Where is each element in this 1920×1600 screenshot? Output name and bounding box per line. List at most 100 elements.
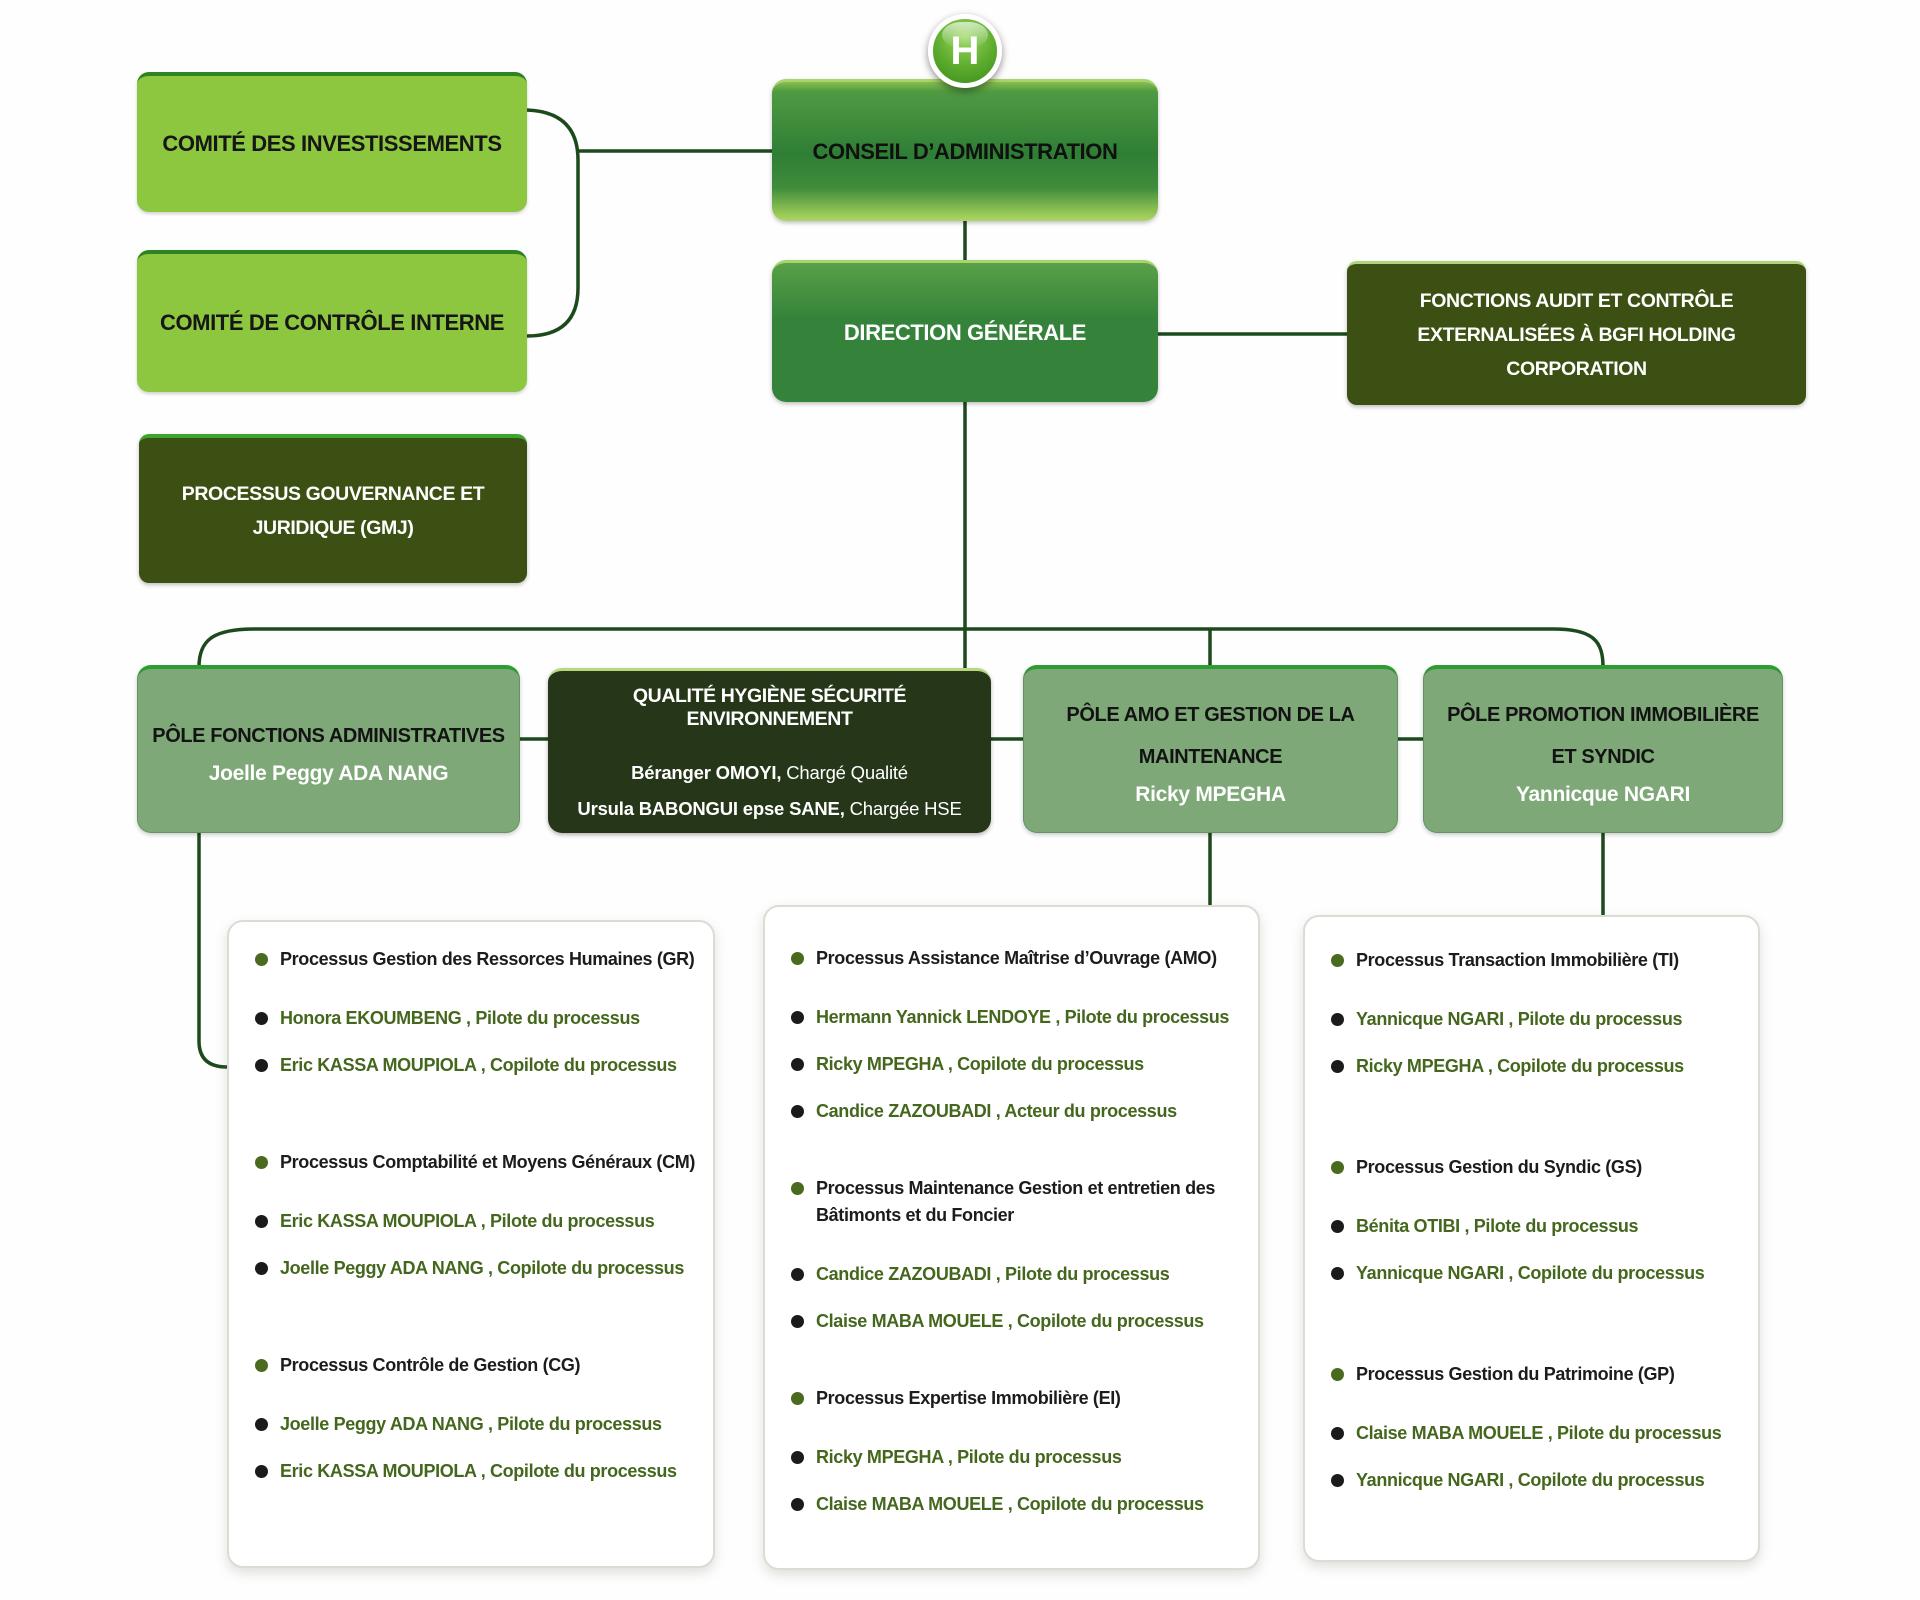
process-person-text: Eric KASSA MOUPIOLA , Copilote du proces… [280, 1055, 677, 1075]
process-title-text: Processus Contrôle de Gestion (CG) [280, 1355, 581, 1375]
process-person-row: Claise MABA MOUELE , Copilote du process… [789, 1491, 1248, 1518]
process-person-row: Claise MABA MOUELE , Copilote du process… [789, 1308, 1248, 1335]
process-person-text: Ricky MPEGHA , Copilote du processus [816, 1054, 1144, 1074]
process-group: Processus Comptabilité et Moyens Générau… [253, 1149, 703, 1282]
pole-fonctions-administratives-box: PÔLE FONCTIONS ADMINISTRATIVES Joelle Pe… [137, 665, 520, 833]
process-person-row: Yannicque NGARI , Copilote du processus [1329, 1260, 1748, 1287]
processus-gouvernance-line1: PROCESSUS GOUVERNANCE ET [181, 482, 485, 505]
process-group: Processus Gestion des Ressorces Humaines… [253, 946, 703, 1079]
qhse-title: QUALITÉ HYGIÈNE SÉCURITÉ ENVIRONNEMENT [632, 684, 907, 730]
person-bullet-icon [791, 1105, 804, 1118]
process-person-text: Honora EKOUMBENG , Pilote du processus [280, 1008, 640, 1028]
process-title-text: Processus Transaction Immobilière (TI) [1356, 950, 1679, 970]
conseil-administration-box: CONSEIL D’ADMINISTRATION [772, 79, 1158, 221]
process-person-row: Eric KASSA MOUPIOLA , Copilote du proces… [253, 1458, 703, 1485]
person-bullet-icon [791, 1451, 804, 1464]
process-person-row: Ricky MPEGHA , Copilote du processus [1329, 1053, 1748, 1080]
process-person-row: Ricky MPEGHA , Copilote du processus [789, 1051, 1248, 1078]
process-title-text: Processus Gestion du Patrimoine (GP) [1356, 1364, 1675, 1384]
process-title-row: Processus Gestion du Syndic (GS) [1329, 1154, 1748, 1181]
person-bullet-icon [1331, 1267, 1344, 1280]
processus-gouvernance-line2: JURIDIQUE (GMJ) [252, 516, 414, 539]
qhse-member-name: Béranger OMOYI, [631, 761, 782, 783]
process-title-row: Processus Comptabilité et Moyens Générau… [253, 1149, 703, 1176]
process-group: Processus Assistance Maîtrise d’Ouvrage … [789, 945, 1248, 1125]
qhse-member-role: Chargée HSE [849, 797, 962, 819]
process-person-row: Honora EKOUMBENG , Pilote du processus [253, 1005, 703, 1032]
process-person-text: Yannicque NGARI , Copilote du processus [1356, 1470, 1705, 1490]
process-title-row: Processus Maintenance Gestion et entreti… [789, 1175, 1248, 1229]
person-bullet-icon [255, 1012, 268, 1025]
process-person-row: Eric KASSA MOUPIOLA , Pilote du processu… [253, 1208, 703, 1235]
process-person-text: Candice ZAZOUBADI , Pilote du processus [816, 1264, 1170, 1284]
process-bullet-icon [791, 952, 804, 965]
process-title-row: Processus Gestion du Patrimoine (GP) [1329, 1361, 1748, 1388]
direction-generale-label: DIRECTION GÉNÉRALE [843, 319, 1087, 345]
person-bullet-icon [255, 1059, 268, 1072]
person-bullet-icon [255, 1262, 268, 1275]
person-bullet-icon [791, 1498, 804, 1511]
company-logo: H [928, 14, 1002, 88]
process-person-row: Yannicque NGARI , Pilote du processus [1329, 1006, 1748, 1033]
process-group: Processus Gestion du Syndic (GS) Bénita O… [1329, 1154, 1748, 1287]
process-person-text: Joelle Peggy ADA NANG , Copilote du proc… [280, 1258, 684, 1278]
person-bullet-icon [1331, 1060, 1344, 1073]
process-person-text: Yannicque NGARI , Copilote du processus [1356, 1263, 1705, 1283]
process-bullet-icon [1331, 1368, 1344, 1381]
process-person-text: Eric KASSA MOUPIOLA , Pilote du processu… [280, 1211, 655, 1231]
process-bullet-icon [1331, 954, 1344, 967]
process-title-text: Processus Gestion du Syndic (GS) [1356, 1157, 1642, 1177]
process-group: Processus Maintenance Gestion et entreti… [789, 1175, 1248, 1335]
pole-admin-title: PÔLE FONCTIONS ADMINISTRATIVES [152, 725, 505, 747]
process-person-text: Ricky MPEGHA , Copilote du processus [1356, 1056, 1684, 1076]
person-bullet-icon [791, 1011, 804, 1024]
amo-process-list-card: Processus Assistance Maîtrise d’Ouvrage … [763, 905, 1260, 1570]
process-bullet-icon [791, 1392, 804, 1405]
process-title-text: Processus Assistance Maîtrise d’Ouvrage … [816, 948, 1217, 968]
person-bullet-icon [791, 1268, 804, 1281]
process-person-row: Ricky MPEGHA , Pilote du processus [789, 1444, 1248, 1471]
process-person-row: Joelle Peggy ADA NANG , Copilote du proc… [253, 1255, 703, 1282]
process-title-row: Processus Contrôle de Gestion (CG) [253, 1352, 703, 1379]
comite-investissements-box: COMITÉ DES INVESTISSEMENTS [137, 72, 527, 212]
pole-promotion-title-line2: ET SYNDIC [1551, 746, 1655, 768]
process-person-text: Claise MABA MOUELE , Pilote du processus [1356, 1423, 1722, 1443]
process-title-text: Processus Maintenance Gestion et entreti… [816, 1178, 1216, 1225]
comite-controle-interne-box: COMITÉ DE CONTRÔLE INTERNE [137, 250, 527, 392]
process-person-text: Ricky MPEGHA , Pilote du processus [816, 1447, 1122, 1467]
person-bullet-icon [1331, 1474, 1344, 1487]
pole-promotion-box: PÔLE PROMOTION IMMOBILIÈRE ET SYNDIC Yan… [1423, 665, 1783, 833]
person-bullet-icon [791, 1315, 804, 1328]
qhse-member: Béranger OMOYI,Chargé Qualité [631, 762, 908, 784]
person-bullet-icon [791, 1058, 804, 1071]
process-group: Processus Gestion du Patrimoine (GP) Clai… [1329, 1361, 1748, 1494]
process-group: Processus Transaction Immobilière (TI) Ya… [1329, 947, 1748, 1080]
comite-investissements-label: COMITÉ DES INVESTISSEMENTS [162, 131, 502, 156]
comite-controle-interne-label: COMITÉ DE CONTRÔLE INTERNE [159, 310, 505, 335]
pole-promotion-title-line1: PÔLE PROMOTION IMMOBILIÈRE [1447, 704, 1759, 726]
process-bullet-icon [791, 1182, 804, 1195]
process-person-row: Bénita OTIBI , Pilote du processus [1329, 1213, 1748, 1240]
process-person-row: Candice ZAZOUBADI , Pilote du processus [789, 1261, 1248, 1288]
process-title-row: Processus Transaction Immobilière (TI) [1329, 947, 1748, 974]
process-person-text: Yannicque NGARI , Pilote du processus [1356, 1009, 1683, 1029]
conseil-administration-label: CONSEIL D’ADMINISTRATION [812, 138, 1118, 164]
process-person-row: Claise MABA MOUELE , Pilote du processus [1329, 1420, 1748, 1447]
admin-process-list-card: Processus Gestion des Ressorces Humaines… [227, 920, 715, 1568]
process-group: Processus Expertise Immobilière (EI) Rick… [789, 1385, 1248, 1518]
process-person-text: Candice ZAZOUBADI , Acteur du processus [816, 1101, 1177, 1121]
qhse-member: Ursula BABONGUI epse SANE,Chargée HSE [577, 798, 961, 820]
pole-amo-title-line2: MAINTENANCE [1138, 746, 1283, 768]
processus-gouvernance-box: PROCESSUS GOUVERNANCE ET JURIDIQUE (GMJ) [139, 434, 527, 583]
process-title-text: Processus Comptabilité et Moyens Générau… [280, 1152, 696, 1172]
person-bullet-icon [255, 1215, 268, 1228]
person-bullet-icon [1331, 1013, 1344, 1026]
process-person-row: Yannicque NGARI , Copilote du processus [1329, 1467, 1748, 1494]
process-bullet-icon [255, 1359, 268, 1372]
person-bullet-icon [255, 1465, 268, 1478]
process-title-row: Processus Expertise Immobilière (EI) [789, 1385, 1248, 1412]
process-person-text: Claise MABA MOUELE , Copilote du process… [816, 1494, 1204, 1514]
process-bullet-icon [1331, 1161, 1344, 1174]
